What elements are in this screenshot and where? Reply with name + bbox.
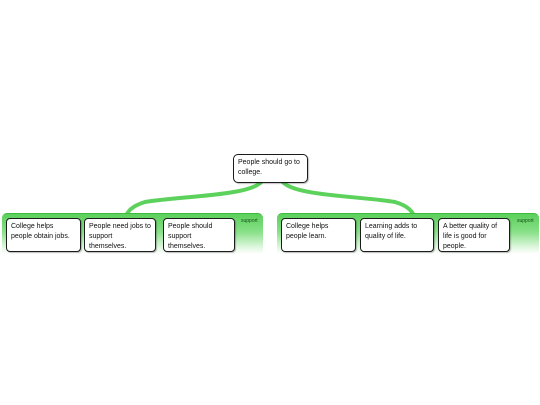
connector-left bbox=[124, 179, 264, 218]
subtopic-label: A better quality of life is good for peo… bbox=[443, 223, 498, 250]
root-topic-label: People should go to college. bbox=[238, 159, 300, 176]
group-tag-right: support bbox=[517, 218, 534, 224]
subtopic-better-life[interactable]: A better quality of life is good for peo… bbox=[438, 218, 510, 252]
root-topic[interactable]: People should go to college. bbox=[233, 154, 308, 183]
subtopic-quality-of-life[interactable]: Learning adds to quality of life. bbox=[360, 218, 434, 252]
group-tag-left: support bbox=[241, 218, 258, 224]
subtopic-learn[interactable]: College helps people learn. bbox=[281, 218, 356, 252]
subtopic-jobs[interactable]: College helps people obtain jobs. bbox=[6, 218, 81, 252]
subtopic-label: College helps people obtain jobs. bbox=[11, 223, 70, 240]
subtopic-label: College helps people learn. bbox=[286, 223, 329, 240]
subtopic-label: People should support themselves. bbox=[168, 223, 213, 250]
connector-right bbox=[280, 179, 416, 218]
subtopic-support-themselves[interactable]: People should support themselves. bbox=[163, 218, 235, 252]
subtopic-label: Learning adds to quality of life. bbox=[365, 223, 418, 240]
subtopic-need-jobs[interactable]: People need jobs to support themselves. bbox=[84, 218, 156, 252]
subtopic-label: People need jobs to support themselves. bbox=[89, 223, 151, 250]
